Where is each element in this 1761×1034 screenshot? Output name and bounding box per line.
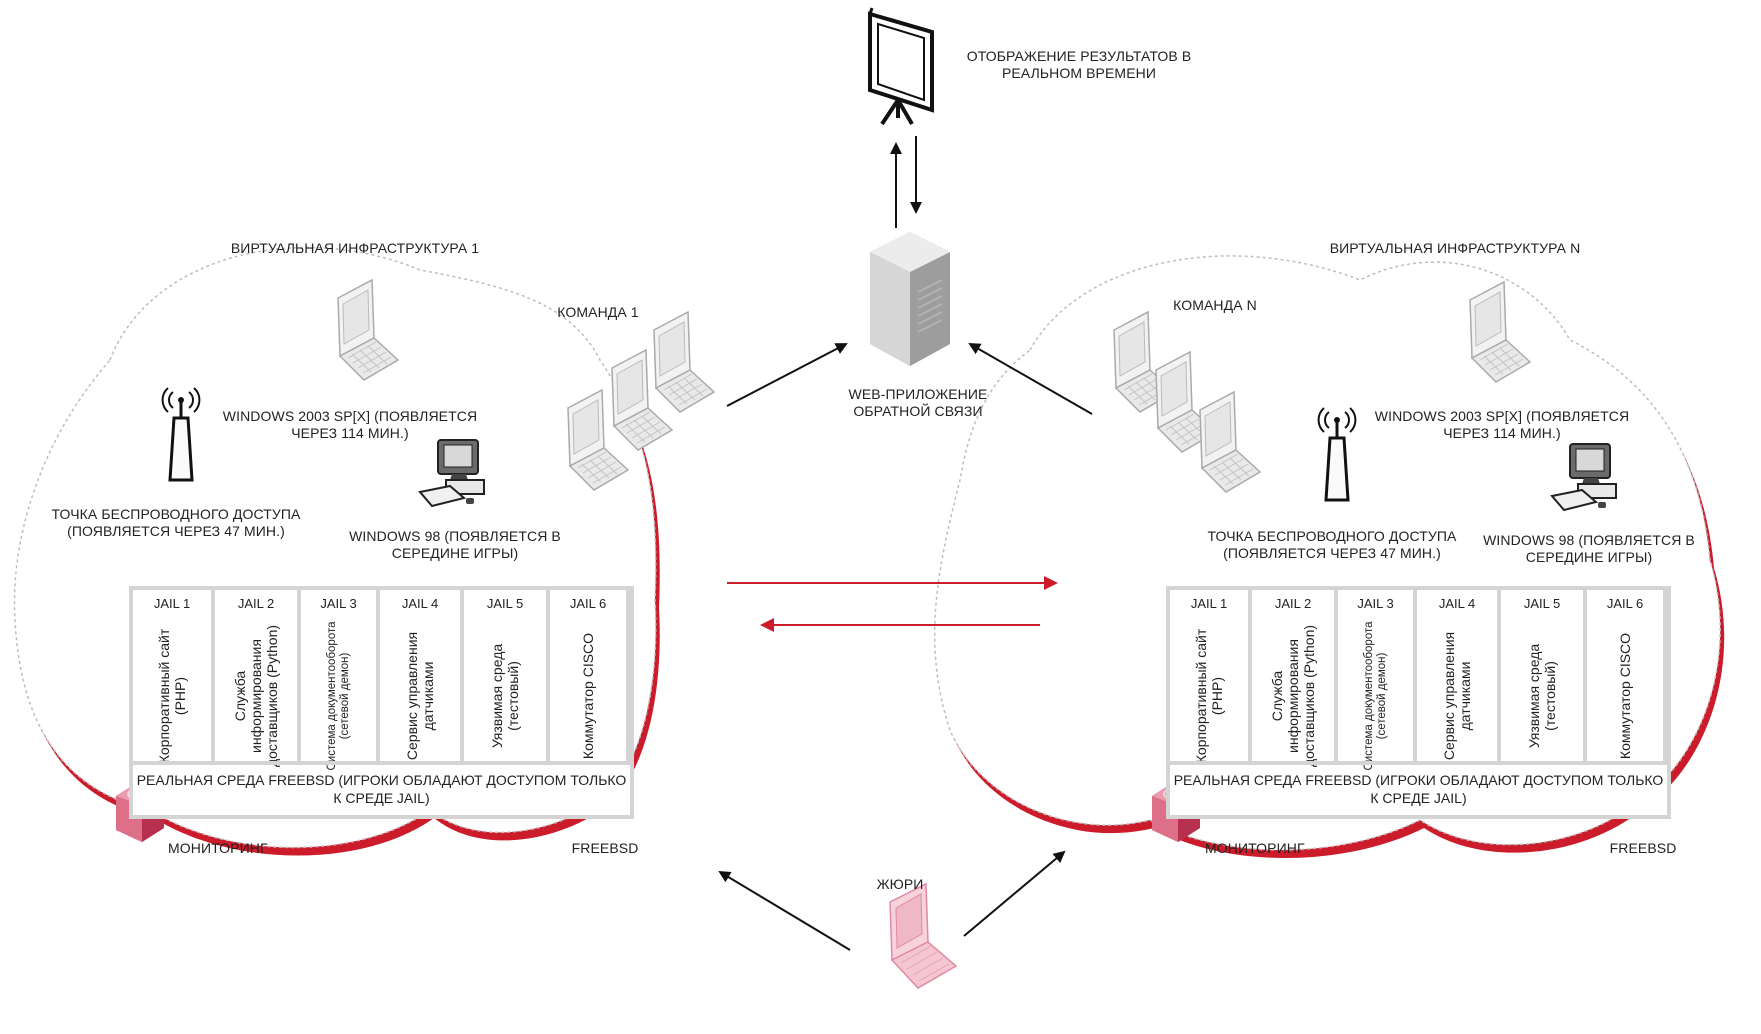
jail-title: JAIL 4 — [1438, 596, 1476, 611]
jury-label: ЖЮРИ — [876, 876, 924, 892]
win2003-left-label: WINDOWS 2003 SP[X] (ПОЯВЛЯЕТСЯ ЧЕРЕЗ 114… — [222, 408, 478, 441]
jail-description: Система документооборота (сетевой демон) — [325, 621, 351, 771]
monitoring-right-label: МОНИТОРИНГ — [1205, 840, 1305, 856]
team-right-label: КОМАНДА N — [1173, 297, 1257, 313]
jail-right-4: JAIL 4 Сервис управления датчиками — [1417, 590, 1501, 761]
access-point-left-label: ТОЧКА БЕСПРОВОДНОГО ДОСТУПА (ПОЯВЛЯЕТСЯ … — [51, 506, 301, 539]
jail-description: Служба информирования доставщиков (Pytho… — [1269, 624, 1317, 768]
win98-right-label: WINDOWS 98 (ПОЯВЛЯЕТСЯ В СЕРЕДИНЕ ИГРЫ) — [1483, 532, 1695, 565]
win2003-right-label: WINDOWS 2003 SP[X] (ПОЯВЛЯЕТСЯ ЧЕРЕЗ 114… — [1374, 408, 1630, 441]
jail-right-3: JAIL 3 Система документооборота (сетевой… — [1338, 590, 1417, 771]
team-left-label: КОМАНДА 1 — [557, 304, 639, 320]
jail-title: JAIL 6 — [1606, 596, 1644, 611]
jail-title: JAIL 3 — [1357, 596, 1394, 611]
jail-title: JAIL 4 — [401, 596, 439, 611]
jail-right-5: JAIL 5 Уязвимая среда (тестовый) — [1501, 590, 1587, 761]
jail-description: Коммутатор CISCO — [580, 632, 596, 760]
jail-description: Корпоративный сайт (PHP) — [1193, 628, 1225, 764]
jail-right-1: JAIL 1 Корпоративный сайт (PHP) — [1170, 590, 1252, 763]
jail-title: JAIL 2 — [237, 596, 275, 611]
laptop-icon — [889, 882, 958, 989]
arrows — [718, 136, 1093, 951]
server-icon — [870, 232, 950, 366]
jail-left-1: JAIL 1 Корпоративный сайт (PHP) — [133, 590, 215, 763]
jail-description: Служба информирования доставщиков (Pytho… — [232, 624, 280, 768]
jail-left-4: JAIL 4 Сервис управления датчиками — [380, 590, 464, 761]
jail-right-2: JAIL 2 Служба информирования доставщиков… — [1252, 590, 1338, 767]
freebsd-right-label: FREEBSD — [1609, 840, 1677, 856]
jail-title: JAIL 5 — [486, 596, 524, 611]
jail-container-left: JAIL 1 Корпоративный сайт (PHP) JAIL 2 С… — [129, 586, 634, 819]
web-app-label: WEB-ПРИЛОЖЕНИЕ ОБРАТНОЙ СВЯЗИ — [848, 386, 988, 419]
infra-right-title: ВИРТУАЛЬНАЯ ИНФРАСТРУКТУРА N — [1329, 240, 1581, 256]
jail-description: Сервис управления датчиками — [404, 631, 436, 761]
display-label: ОТОБРАЖЕНИЕ РЕЗУЛЬТАТОВ В РЕАЛЬНОМ ВРЕМЕ… — [966, 48, 1192, 81]
real-env-right-label: РЕАЛЬНАЯ СРЕДА FREEBSD (ИГРОКИ ОБЛАДАЮТ … — [1170, 761, 1667, 823]
win98-left-label: WINDOWS 98 (ПОЯВЛЯЕТСЯ В СЕРЕДИНЕ ИГРЫ) — [349, 528, 561, 561]
jail-description: Корпоративный сайт (PHP) — [156, 628, 188, 764]
jail-title: JAIL 2 — [1274, 596, 1312, 611]
jail-title: JAIL 1 — [1190, 596, 1228, 611]
jail-title: JAIL 3 — [320, 596, 357, 611]
jail-title: JAIL 1 — [153, 596, 191, 611]
monitoring-left-label: МОНИТОРИНГ — [168, 840, 268, 856]
jail-left-3: JAIL 3 Система документооборота (сетевой… — [301, 590, 380, 771]
jail-description: Сервис управления датчиками — [1441, 631, 1473, 761]
jail-left-5: JAIL 5 Уязвимая среда (тестовый) — [464, 590, 550, 761]
jail-right-6: JAIL 6 Коммутатор CISCO — [1587, 590, 1667, 761]
jail-container-right: JAIL 1 Корпоративный сайт (PHP) JAIL 2 С… — [1166, 586, 1671, 819]
infra-left-title: ВИРТУАЛЬНАЯ ИНФРАСТРУКТУРА 1 — [230, 240, 480, 256]
jail-title: JAIL 6 — [569, 596, 607, 611]
projector-screen-icon — [868, 7, 934, 126]
jail-left-2: JAIL 2 Служба информирования доставщиков… — [215, 590, 301, 767]
jail-description: Уязвимая среда (тестовый) — [1526, 643, 1558, 749]
red-arrows — [727, 576, 1058, 632]
jail-title: JAIL 5 — [1523, 596, 1561, 611]
jail-description: Система документооборота (сетевой демон) — [1362, 621, 1388, 771]
freebsd-left-label: FREEBSD — [571, 840, 639, 856]
jail-left-6: JAIL 6 Коммутатор CISCO — [550, 590, 630, 761]
real-env-left-label: РЕАЛЬНАЯ СРЕДА FREEBSD (ИГРОКИ ОБЛАДАЮТ … — [133, 761, 630, 823]
jail-description: Уязвимая среда (тестовый) — [489, 643, 521, 749]
access-point-right-label: ТОЧКА БЕСПРОВОДНОГО ДОСТУПА (ПОЯВЛЯЕТСЯ … — [1207, 528, 1457, 561]
jail-description: Коммутатор CISCO — [1617, 632, 1633, 760]
